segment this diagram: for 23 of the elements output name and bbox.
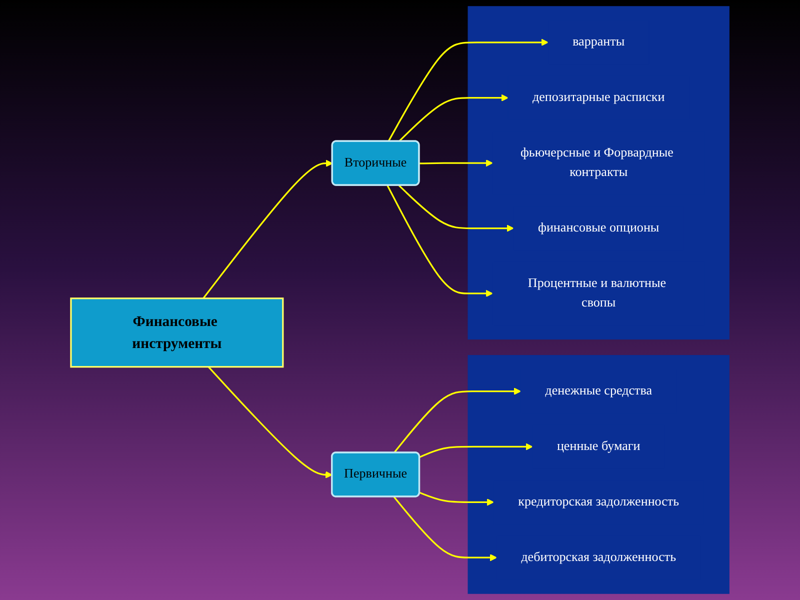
node-text: ценные бумаги (556, 439, 640, 454)
arrow (393, 388, 522, 454)
node-text: кредиторская задолженность (518, 494, 680, 509)
node-text: финансовые опционы (538, 220, 660, 235)
arrow (398, 94, 508, 142)
node-text: варранты (572, 35, 625, 49)
arrow (419, 159, 493, 167)
arrow (398, 184, 514, 232)
node-text: депозитарные расписки (532, 90, 665, 104)
arrow (419, 443, 533, 458)
node-text: фьючерсные и Форвардные контракты (520, 146, 674, 180)
node-text: денежные средства (545, 384, 652, 398)
arrow (386, 185, 493, 298)
arrow (419, 492, 494, 506)
cluster (468, 6, 730, 340)
cluster (468, 355, 730, 594)
arrow (208, 366, 333, 478)
arrow (393, 496, 498, 562)
node-box: Финансовые инструменты (70, 298, 284, 368)
arrow (388, 38, 548, 142)
node-text: Процентные и валютные свопы (528, 276, 666, 310)
arrow (202, 160, 333, 299)
node-text: дебиторская задолженность (521, 550, 676, 564)
